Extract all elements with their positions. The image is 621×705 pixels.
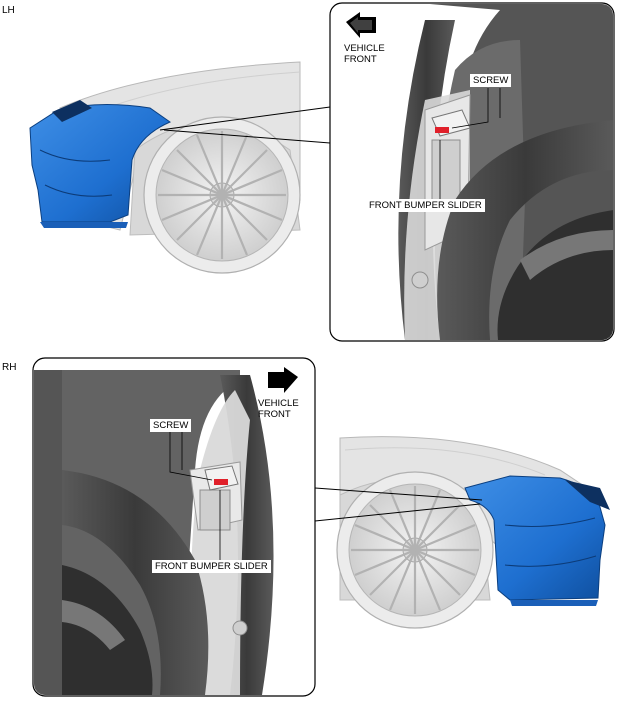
lh-side-label: LH (2, 5, 15, 16)
rh-side-label: RH (2, 362, 17, 373)
lh-wheel (143, 116, 301, 274)
lh-slider-label: FRONT BUMPER SLIDER (366, 199, 485, 212)
rh-direction-arrow-icon (268, 367, 298, 393)
lh-direction-line2: FRONT (344, 54, 377, 65)
rh-direction-line1: VEHICLE (258, 398, 299, 409)
lh-detail-box (329, 2, 615, 342)
rh-detail-box (32, 357, 316, 697)
lh-direction-label: VEHICLE FRONT (344, 43, 385, 65)
lh-screw-label: SCREW (470, 74, 512, 87)
rh-screw-label: SCREW (150, 419, 192, 432)
lh-direction-line1: VEHICLE (344, 43, 385, 54)
rh-wheel (336, 471, 494, 629)
lh-direction-arrow-icon (346, 12, 376, 38)
rh-slider-label: FRONT BUMPER SLIDER (152, 560, 271, 573)
rh-direction-label: VEHICLE FRONT (258, 398, 299, 420)
rh-car-overview (314, 436, 610, 629)
rh-screw-highlight (214, 479, 228, 485)
lh-car-overview (29, 61, 331, 274)
rh-direction-line2: FRONT (258, 409, 291, 420)
lh-screw-highlight (435, 127, 449, 133)
